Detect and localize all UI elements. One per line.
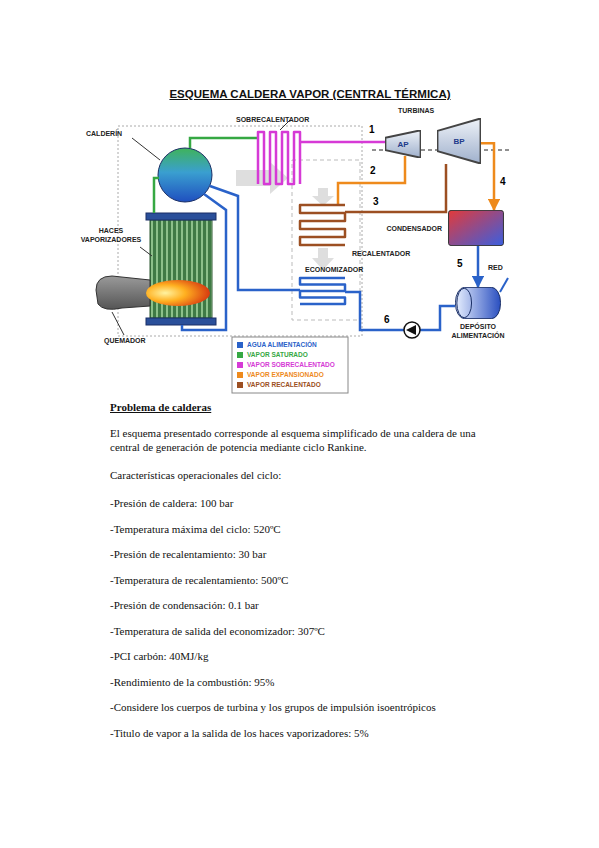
callout-number: 4	[500, 176, 506, 187]
condenser-outline	[449, 210, 504, 245]
turbine-outline	[385, 130, 420, 157]
tube-header	[146, 318, 216, 325]
component-label: CALDERÍN	[86, 130, 122, 137]
saturated-steam-pipe	[190, 138, 258, 148]
callout-number: 2	[370, 165, 376, 176]
boiler-casing	[118, 126, 362, 336]
component-label: ECONOMIZADOR	[305, 266, 363, 273]
list-item: -Temperatura de recalentamiento: 500ºC	[110, 573, 288, 587]
flame	[146, 280, 210, 306]
legend-text: VAPOR RECALENTADO	[247, 381, 321, 389]
list-item: -Presión de condensación: 0.1 bar	[110, 598, 259, 612]
legend-swatch	[237, 352, 243, 358]
flue-gas-arrow	[236, 162, 288, 194]
turbine-outline	[437, 118, 480, 163]
callout-number: 6	[384, 314, 390, 325]
node-label: AP	[397, 140, 408, 149]
list-item: -Presión de recalentamiento: 30 bar	[110, 547, 266, 561]
turbine-hp: AP	[385, 130, 421, 158]
legend-text: AGUA ALIMENTACIÓN	[247, 341, 317, 349]
paragraph: El esquema presentado corresponde al esq…	[110, 426, 500, 454]
legend-box	[232, 337, 348, 393]
component-label: RECALENTADOR	[352, 250, 410, 257]
tank-outline	[455, 287, 500, 318]
pipe-connector	[481, 143, 494, 210]
condenser-shape	[448, 210, 504, 246]
list-item: -Considere los cuerpos de turbina y los …	[110, 700, 436, 714]
component-label: QUEMADOR	[104, 337, 146, 344]
economizer-coil	[300, 278, 345, 304]
component-label: TURBINAS	[398, 107, 434, 114]
grid-makeup-line	[500, 278, 508, 292]
paragraph: Características operacionales del ciclo:	[110, 468, 281, 482]
reheater-coil	[300, 205, 345, 245]
reheated-steam-pipe	[345, 164, 446, 212]
feed-pump	[404, 322, 420, 338]
feed-tank: DEPÓSITO ALIMENTACIÓN	[455, 287, 501, 319]
feed-water-pipe	[345, 292, 455, 330]
leader-line	[112, 312, 124, 335]
callout-number: 1	[369, 124, 375, 135]
flue-gas-arrow	[312, 188, 334, 206]
node-label: CONDENSADOR	[386, 225, 442, 232]
burner	[96, 276, 150, 309]
list-item: -Presión de caldera: 100 bar	[110, 496, 233, 510]
legend-swatch	[237, 362, 243, 368]
superheater-coil	[258, 132, 300, 184]
expanded-steam-pipe	[338, 156, 405, 205]
condenser: CONDENSADOR	[448, 210, 504, 246]
legend-swatch	[237, 372, 243, 378]
list-item: -Titulo de vapor a la salida de los hace…	[110, 726, 369, 740]
list-item: -Temperatura máxima del ciclo: 520ºC	[110, 522, 281, 536]
tube-header	[146, 213, 216, 220]
list-item: -PCI carbón: 40MJ/kg	[110, 649, 208, 663]
legend-swatch	[237, 342, 243, 348]
leader-line	[132, 138, 160, 160]
section-heading: Problema de calderas	[110, 400, 211, 414]
tank-end	[457, 288, 472, 317]
callout-number: 3	[373, 196, 379, 207]
pump-arrow	[406, 325, 416, 335]
list-item: -Temperatura de salida del economizador:…	[110, 624, 325, 638]
steam-drum	[158, 148, 212, 202]
node-label: DEPÓSITO ALIMENTACIÓN	[438, 322, 518, 340]
leader-line	[140, 247, 152, 256]
pipe-connector	[477, 246, 480, 287]
saturated-steam-pipe	[154, 178, 159, 213]
callout-number: 5	[457, 258, 463, 269]
component-label: SOBRECALENTADOR	[236, 116, 309, 123]
feed-tank-shape	[455, 287, 501, 319]
turbine-lp: BP	[437, 118, 481, 164]
superheated-steam-pipe	[300, 141, 385, 144]
legend-text: VAPOR SOBRECALENTADO	[247, 361, 335, 369]
legend-text: VAPOR SATURADO	[247, 351, 308, 359]
node-label: BP	[453, 137, 464, 146]
page-title: ESQUEMA CALDERA VAPOR (CENTRAL TÉRMICA)	[140, 88, 480, 100]
component-label: HACES VAPORIZADORES	[80, 226, 142, 244]
legend-text: VAPOR EXPANSIONADO	[247, 371, 324, 379]
feed-water-pipe	[210, 186, 300, 290]
heat-exchanger-coils	[258, 132, 345, 304]
legend-swatch	[237, 382, 243, 388]
component-label: RED	[488, 264, 503, 271]
downcomer-pipe	[182, 194, 226, 330]
list-item: -Rendimiento de la combustión: 95%	[110, 675, 274, 689]
